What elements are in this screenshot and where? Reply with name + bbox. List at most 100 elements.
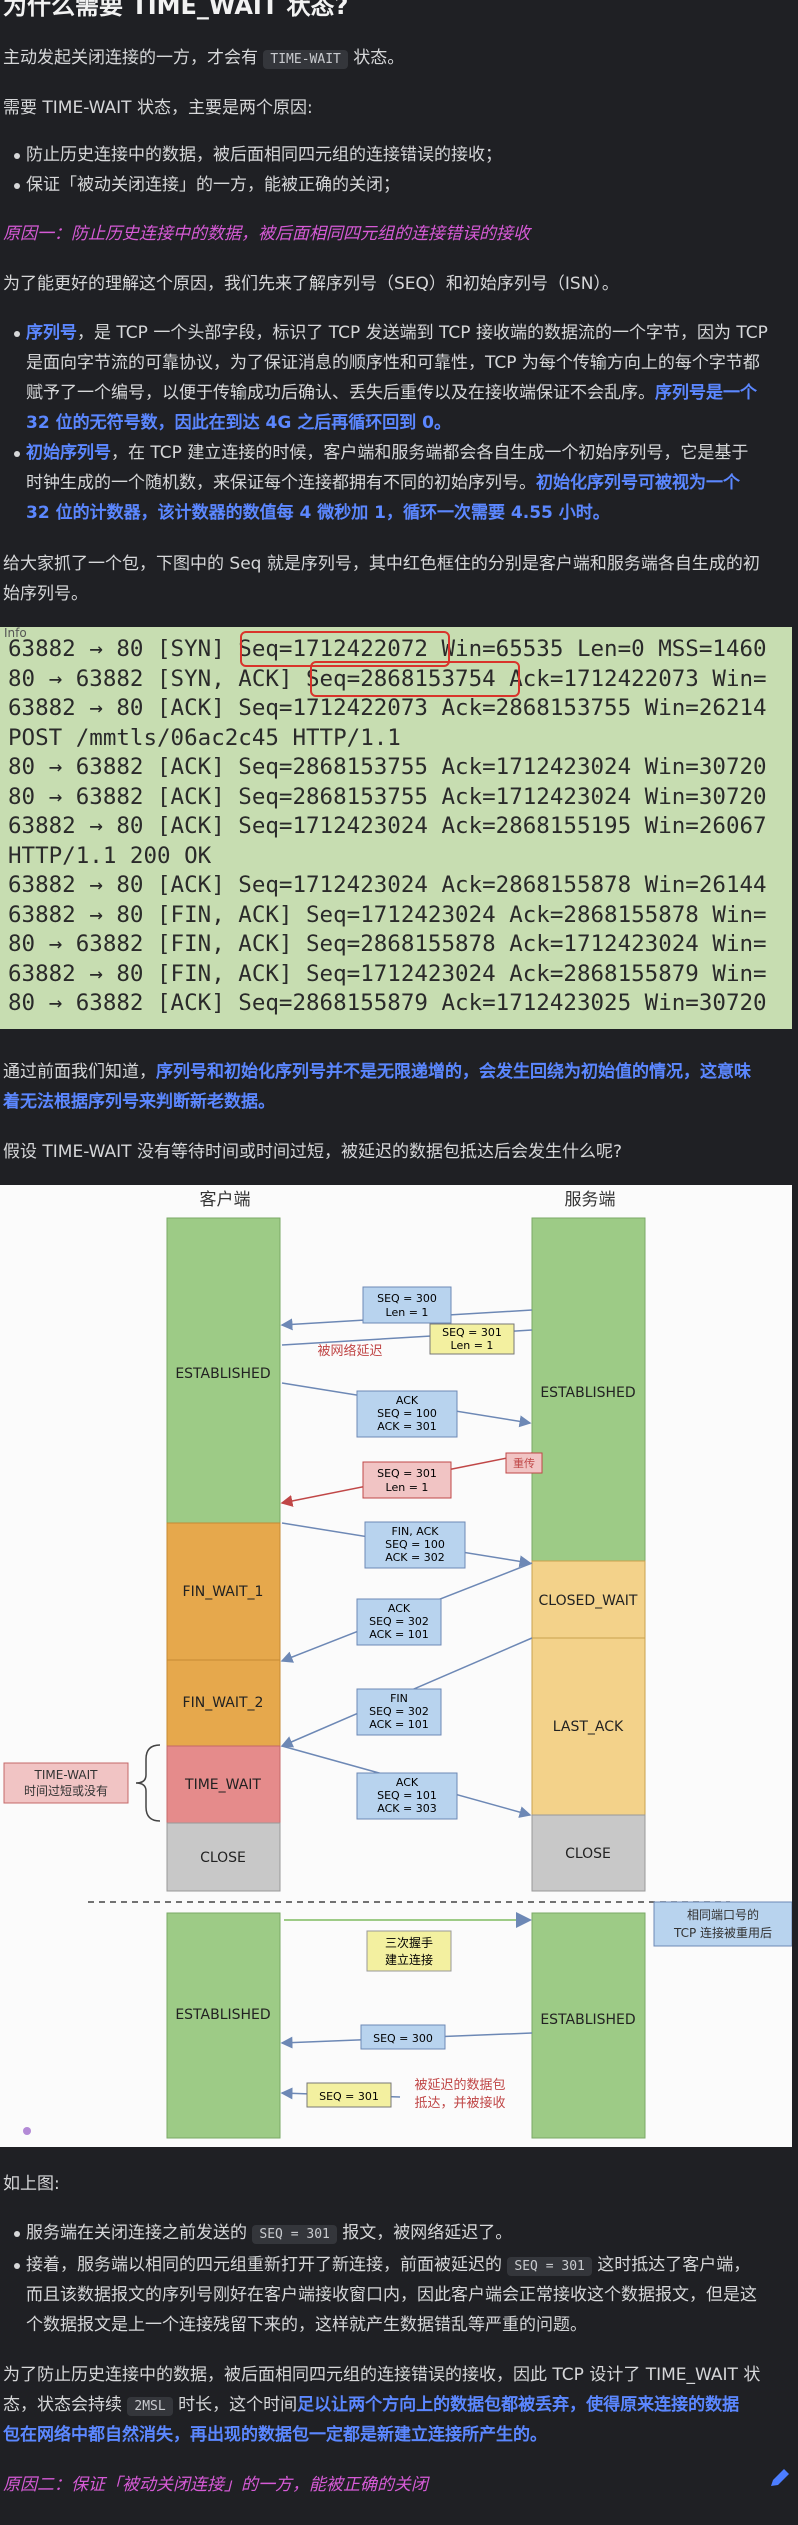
late-packet-note: 抵达，并被接收 [414, 2095, 505, 2111]
state-label: ESTABLISHED [540, 1385, 635, 1401]
capture-row: 63882 → 80 [ACK] Seq=1712423024 Ack=2868… [8, 813, 767, 839]
list-item: 接着，服务端以相同的四元组重新打开了新连接，前面被延迟的 SEQ = 301 这… [26, 2255, 751, 2276]
bullet-dot [14, 2231, 20, 2237]
server-isn-highlight [310, 661, 520, 697]
para-wraparound-2: 着无法根据序列号来判断新老数据。 [3, 1092, 275, 1112]
svg-text:建立连接: 建立连接 [385, 1952, 433, 1967]
state-label: CLOSE [565, 1846, 611, 1862]
capture-row: 80 → 63882 [SYN, ACK] Seq=2868153754 Ack… [8, 666, 767, 692]
para-timewait-design-3: 包在网络中都自然消失，再出现的数据包一定都是新建立连接所产生的。 [3, 2425, 547, 2445]
svg-text:重传: 重传 [513, 1456, 535, 1470]
para-wraparound-1: 通过前面我们知道，序列号和初始化序列号并不是无限递增的，会发生回绕为初始值的情况… [3, 1062, 751, 1082]
para-question: 假设 TIME-WAIT 没有等待时间或时间过短，被延迟的数据包抵达后会发生什么… [3, 1142, 622, 1162]
bullet-dot [14, 451, 20, 457]
msg-late-seq-301: SEQ = 301 [306, 2082, 392, 2108]
svg-text:SEQ = 300: SEQ = 300 [377, 1292, 437, 1305]
capture-row: HTTP/1.1 200 OK [8, 843, 212, 869]
svg-text:SEQ = 302: SEQ = 302 [369, 1705, 429, 1718]
svg-text:SEQ = 100: SEQ = 100 [385, 1538, 445, 1551]
svg-text:SEQ = 101: SEQ = 101 [377, 1789, 437, 1802]
svg-text:ACK = 101: ACK = 101 [369, 1628, 428, 1641]
svg-text:SEQ = 100: SEQ = 100 [377, 1407, 437, 1420]
state-label: CLOSED_WAIT [539, 1593, 638, 1609]
svg-text:ACK = 301: ACK = 301 [377, 1420, 436, 1433]
list-item: 保证「被动关闭连接」的一方，能被正确的关闭； [26, 175, 400, 195]
seq-item-line3: 赋予了一个编号，以便于传输成功后确认、丢失后重传以及在接收端保证不会乱序。序列号… [26, 383, 757, 403]
svg-text:ACK: ACK [388, 1602, 411, 1615]
state-label: FIN_WAIT_2 [183, 1695, 264, 1711]
svg-text:SEQ = 300: SEQ = 300 [373, 2032, 433, 2045]
isn-item-line1: 初始序列号，在 TCP 建立连接的时候，客户端和服务端都会各自生成一个初始序列号… [26, 443, 749, 463]
late-packet-note: 被延迟的数据包 [414, 2077, 505, 2093]
dot [23, 2127, 31, 2135]
msg-new-seq-300: SEQ = 300 [360, 2024, 446, 2050]
capture-row: 63882 → 80 [ACK] Seq=1712423024 Ack=2868… [8, 872, 767, 898]
client-label: 客户端 [200, 1190, 251, 1210]
capture-row: 63882 → 80 [FIN, ACK] Seq=1712423024 Ack… [8, 961, 767, 987]
svg-text:FIN: FIN [390, 1692, 408, 1705]
svg-text:SEQ = 301: SEQ = 301 [319, 2090, 379, 2103]
capture-row: 80 → 63882 [FIN, ACK] Seq=2868155878 Ack… [8, 931, 767, 957]
capture-row: POST /mmtls/06ac2c45 HTTP/1.1 [8, 725, 401, 751]
para-timewait-design-1: 为了防止历史连接中的数据，被后面相同四元组的连接错误的接收，因此 TCP 设计了… [3, 2365, 761, 2385]
svg-text:TCP 连接被重用后: TCP 连接被重用后 [673, 1925, 772, 1940]
capture-row: 80 → 63882 [ACK] Seq=2868155879 Ack=1712… [8, 990, 767, 1016]
isn-item-line3: 32 位的计数器，该计数器的数值每 4 微秒加 1，循环一次需要 4.55 小时… [26, 503, 610, 523]
delayed-note: 被网络延迟 [317, 1343, 382, 1359]
msg-seq-301-delayed: SEQ = 301 Len = 1 [429, 1323, 515, 1355]
bullet-dot [14, 183, 20, 189]
svg-text:三次握手: 三次握手 [385, 1935, 433, 1950]
bullet-dot [14, 153, 20, 159]
list-item: 服务端在关闭连接之前发送的 SEQ = 301 报文，被网络延迟了。 [26, 2223, 513, 2244]
state-label: LAST_ACK [553, 1719, 624, 1735]
list-item: 防止历史连接中的数据，被后面相同四元组的连接错误的接收； [26, 145, 502, 165]
last-ack-state [531, 1637, 646, 1816]
svg-text:ACK: ACK [396, 1394, 419, 1407]
svg-text:ACK = 303: ACK = 303 [377, 1802, 436, 1815]
brace [135, 1744, 161, 1822]
svg-text:SEQ = 301: SEQ = 301 [377, 1467, 437, 1480]
server-close-state [531, 1814, 646, 1892]
svg-text:Len = 1: Len = 1 [386, 1481, 429, 1494]
capture-row: 63882 → 80 [SYN] Seq=1712422072 Win=6553… [8, 636, 767, 662]
para-as-shown: 如上图: [3, 2174, 60, 2194]
seq-item-line2: 是面向字节流的可靠协议，为了保证消息的顺序性和可靠性，TCP 为每个传输方向上的… [26, 353, 760, 373]
para-seq-intro: 为了能更好的理解这个原因，我们先来了解序列号（SEQ）和初始序列号（ISN）。 [3, 274, 619, 294]
svg-text:Len = 1: Len = 1 [451, 1339, 494, 1352]
svg-text:ACK = 101: ACK = 101 [369, 1718, 428, 1731]
fin-wait-1-state [166, 1522, 281, 1661]
msg-ack-301: ACK SEQ = 100 ACK = 301 [356, 1390, 458, 1438]
para-capture-desc-1: 给大家抓了一个包，下图中的 Seq 就是序列号，其中红色框住的分别是客户端和服务… [3, 554, 760, 574]
client-isn-highlight [240, 631, 450, 667]
list-item-cont: 个数据报文是上一个连接残留下来的，这样就产生数据错乱等严重的问题。 [26, 2315, 587, 2335]
msg-fin-ack: FIN, ACK SEQ = 100 ACK = 302 [364, 1521, 466, 1569]
para-timewait-design-2: 态，状态会持续 2MSL 时长，这个时间足以让两个方向上的数据包都被丢弃，使得原… [3, 2395, 740, 2416]
svg-text:FIN, ACK: FIN, ACK [391, 1525, 439, 1538]
capture-header: Info [4, 627, 27, 640]
state-label: CLOSE [200, 1850, 246, 1866]
svg-text:SEQ = 302: SEQ = 302 [369, 1615, 429, 1628]
capture-row: 80 → 63882 [ACK] Seq=2868153755 Ack=1712… [8, 754, 767, 780]
svg-text:ACK: ACK [396, 1776, 419, 1789]
state-label: ESTABLISHED [540, 2012, 635, 2028]
msg-ack-303: ACK SEQ = 101 ACK = 303 [356, 1772, 458, 1820]
time-wait-diagram: 客户端 服务端 ESTABLISHED FIN_WAIT_1 FIN_WAIT_… [0, 1185, 792, 2147]
para-two-reasons: 需要 TIME-WAIT 状态，主要是两个原因: [3, 98, 313, 118]
server-established-state [531, 1217, 646, 1562]
server-label: 服务端 [565, 1190, 616, 1210]
bullet-dot [14, 2263, 20, 2269]
svg-text:SEQ = 301: SEQ = 301 [442, 1326, 502, 1339]
time-wait-state [166, 1745, 281, 1824]
client-close-state [166, 1822, 281, 1892]
msg-ack-101: ACK SEQ = 302 ACK = 101 [356, 1598, 442, 1646]
svg-text:相同端口号的: 相同端口号的 [687, 1907, 759, 1922]
packet-capture-image: Info 63882 → 80 [SYN] Seq=1712422072 Win… [0, 627, 792, 1029]
client-established-state [166, 1217, 281, 1524]
svg-text:时间过短或没有: 时间过短或没有 [24, 1783, 108, 1798]
reason1-heading: 原因一：防止历史连接中的数据，被后面相同四元组的连接错误的接收 [3, 224, 530, 244]
msg-seq-301-retransmit: SEQ = 301 Len = 1 [362, 1461, 452, 1499]
page-title: 为什么需要 TIME_WAIT 状态? [3, 0, 349, 20]
retransmit-label: 重传 [505, 1452, 543, 1474]
pen-icon[interactable] [768, 2466, 792, 2490]
code-time-wait: TIME-WAIT [263, 50, 348, 69]
